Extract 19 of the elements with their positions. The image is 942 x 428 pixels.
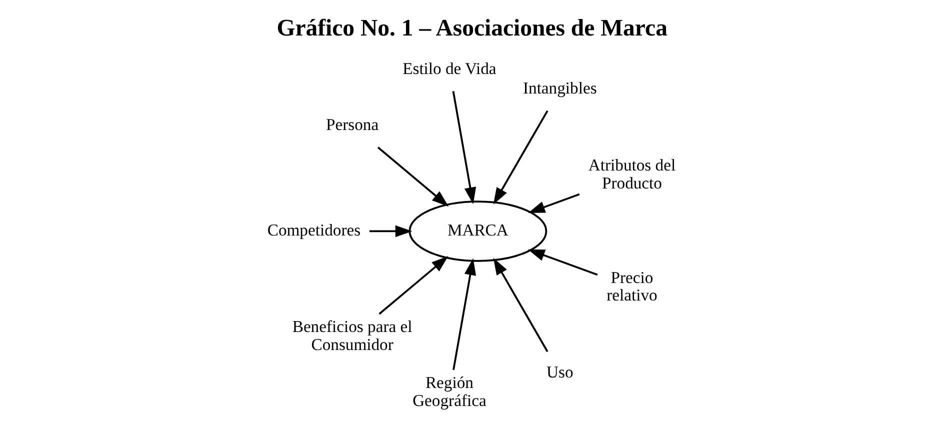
- arrow: [368, 225, 412, 238]
- arrow: [528, 193, 580, 213]
- node-text: Estilo de Vida: [402, 59, 496, 78]
- node-text: Atributos del Producto: [588, 156, 676, 192]
- arrow: [527, 249, 598, 276]
- node-text: Uso: [546, 362, 573, 382]
- diagram-title: Gráfico No. 1 – Asociaciones de Marca: [276, 15, 667, 42]
- arrow: [492, 258, 548, 352]
- arrow: [376, 146, 448, 207]
- node-text: Precio relativo: [606, 268, 657, 305]
- arrow: [452, 258, 476, 370]
- node-text: Intangibles: [522, 78, 596, 98]
- node-text: Beneficios para el Consumidor: [292, 317, 412, 354]
- arrow: [492, 110, 548, 205]
- node-text: Persona: [326, 115, 378, 134]
- node-text: Región Geográfica: [412, 373, 486, 410]
- arrow: [378, 256, 448, 315]
- node-text: Competidores: [266, 220, 360, 240]
- arrow: [452, 91, 476, 204]
